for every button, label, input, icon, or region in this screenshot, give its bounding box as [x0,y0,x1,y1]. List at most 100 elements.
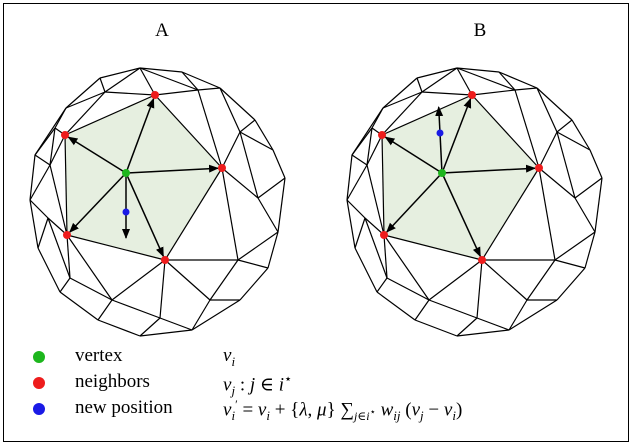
panel-b-mesh-edge [364,217,388,279]
legend-formula-neighbors: vj : j ∈ i⋆ [223,371,293,399]
panel-a-mesh-edge [257,197,279,233]
panel-b-mesh-edge [594,177,603,233]
panel-a-mesh-edge [99,77,106,93]
panel-b-mesh-edge [514,89,540,169]
panel-b-mesh-edge [351,127,373,156]
panel-b-mesh-edge [508,299,528,331]
panel-b-mesh-edge [354,217,366,249]
panel-b-mesh-edge [589,149,603,179]
panel-b-mesh-edge [421,67,458,93]
panel-a-mesh-edge [29,199,39,249]
panel-b-mesh [346,67,603,337]
panel-a-mesh-edge [164,259,211,301]
panel-a-mesh-edge [59,291,99,321]
panel-b-mesh-edge [366,164,385,236]
panel-b-mesh-edge [381,94,473,136]
panel-a-mesh-edge [34,127,56,156]
panel-a-neighbor-dot [161,256,169,264]
legend-label-vertex: vertex [75,345,123,366]
panel-a-mesh-edge [164,167,223,261]
panel-a-mesh-edge [159,317,193,331]
panel-a-mesh-edge [139,317,161,337]
panel-b-neighbor-arrow [441,172,482,258]
panel-a-mesh-edge [59,277,71,293]
panel-a-vertex-dot [122,169,130,177]
panel-a-mesh-edge [257,177,286,199]
panel-b-mesh-edge [382,77,418,109]
vertex-dot-icon [33,351,45,363]
panel-a-mesh-edge [219,87,256,121]
panel-b-mesh-edge [456,317,478,337]
panel-a-mesh-edge [65,91,106,109]
new-position-dot-icon [33,403,45,415]
panel-a-mesh-edge [159,259,166,319]
panel-b-mesh-edge [346,199,366,219]
panel-b-mesh-edge [346,199,356,249]
legend-formula-new-position: vi′ = vi + {λ, μ} ∑j∈i⋆ wij (vj − vi) [223,397,463,424]
panel-b-mesh-edge [481,167,540,261]
panel-a-mesh-edge [37,247,61,293]
panel-a-mesh-edge [209,259,239,301]
panel-b-new-position-dot [436,129,444,137]
panel-a-label: A [155,20,169,41]
panel-b-mesh-edge [346,154,353,201]
panel-b-mesh-edge [456,329,510,337]
panel-b-mesh-edge [538,131,558,169]
panel-a-mesh-edge [139,67,156,96]
panel-a-mesh-edge [139,67,199,91]
panel-b-mesh-edge [574,177,603,199]
panel-b-mesh-edge [383,234,430,301]
panel-a-neighbor-arrow [125,97,155,174]
panel-a-mesh-edge [54,107,67,129]
panel-b-neighbor-dot [378,131,386,139]
panel-a-mesh-edge [181,71,221,89]
panel-a-mesh-edge [277,177,286,233]
panel-a-mesh-edge [139,67,183,73]
neighbor-dot-icon [33,377,45,389]
panel-b-neighbor-arrow [441,97,472,174]
panel-b-mesh-edge [536,87,558,133]
panel-a-mesh-edge [197,89,223,169]
panel-a-mesh-edge [267,231,279,269]
panel-a-mesh-edge [49,134,66,166]
panel-a-neighbor-arrow [125,172,165,258]
panel-a-mesh-edge [111,259,166,301]
panel-a-mesh-edge [191,299,241,331]
panel-a-star-region [65,95,222,260]
panel-b-mesh-edge [471,94,540,169]
panel-b-mesh-edge [428,259,483,301]
panel-b-mesh-edge [382,91,423,109]
panel-a-mesh-edge [99,67,141,79]
panel-b-mesh-edge [354,247,378,293]
panel-a-mesh-edge [47,217,71,279]
panel-b-mesh-edge [481,259,528,301]
panel-a-mesh-edge [97,299,113,321]
panel-b-mesh-edge [366,127,373,166]
panel-b-mesh-edge [416,77,423,93]
panel-a-mesh-edge [237,259,269,269]
panel-a-mesh-edge [64,94,156,136]
panel-a-mesh-edge [239,131,259,199]
panel-b-mesh-edge [456,67,500,73]
panel-b-mesh-edge [556,267,586,301]
panel-b-mesh-edge [556,131,591,151]
panel-a-mesh-edge [237,231,279,261]
panel-b-mesh-edge [498,71,516,91]
panel-b-mesh-edge [376,277,388,293]
panel-a-mesh-edge [221,167,239,261]
panel-a-neighbor-dot [218,164,226,172]
panel-a-mesh-edge [65,77,101,109]
panel-a-mesh-edge [104,67,141,93]
panel-a-mesh-edge [66,234,113,301]
panel-b-neighbor-dot [535,164,543,172]
panel-b-mesh-edge [554,231,596,261]
panel-a-mesh-edge [239,119,256,133]
panel-a-mesh-edge [181,71,199,91]
panel-a-neighbor-arrow [69,172,127,233]
panel-b-mesh-edge [574,197,596,233]
panel-a-mesh-edge [221,167,259,199]
panel-a-neighbor-dot [61,131,69,139]
panel-a-mesh-edge [47,217,68,236]
panel-b-mesh-edge [526,259,556,301]
